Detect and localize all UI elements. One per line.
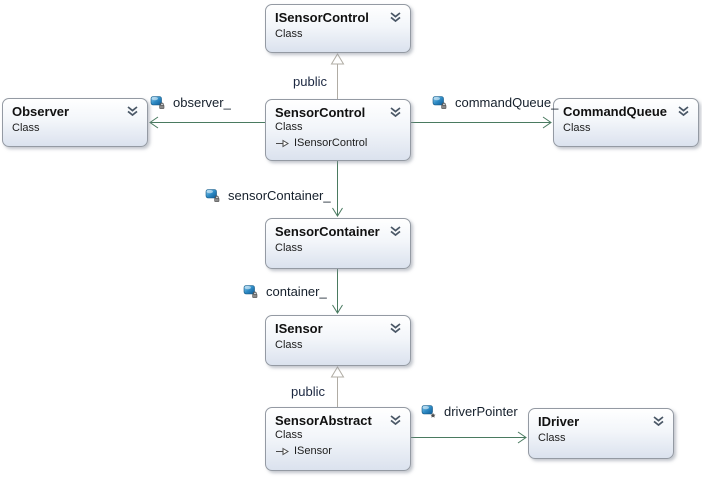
collapse-chevron-icon[interactable] — [652, 416, 665, 427]
class-kind: Class — [275, 28, 303, 40]
implements-arrow-icon — [275, 447, 290, 456]
field-private-icon — [432, 95, 448, 110]
implements-arrow-icon — [275, 139, 290, 148]
class-kind: Class — [275, 242, 303, 254]
implements-row: ISensorControl — [275, 137, 367, 149]
class-kind: Class — [275, 339, 303, 351]
class-kind: Class — [275, 121, 303, 133]
edge-assoc-observer[interactable] — [149, 116, 265, 129]
implements-name: ISensor — [294, 445, 332, 457]
collapse-chevron-icon[interactable] — [389, 415, 402, 426]
edge-label-commandqueue: commandQueue_ — [432, 95, 558, 110]
field-private-icon — [243, 284, 259, 299]
edge-assoc-sensorcontainer[interactable] — [332, 161, 343, 217]
class-node-isensor[interactable]: ISensor Class — [265, 315, 411, 366]
class-node-isensorcontrol[interactable]: ISensorControl Class — [265, 4, 411, 53]
class-node-sensorabstract[interactable]: SensorAbstract Class ISensor — [265, 407, 411, 471]
edge-label-text: container_ — [266, 284, 327, 299]
implements-row: ISensor — [275, 445, 332, 457]
class-title: CommandQueue — [563, 104, 668, 119]
class-title: SensorAbstract — [275, 413, 372, 428]
edge-label-text: commandQueue_ — [455, 95, 559, 110]
class-title: ISensorControl — [275, 10, 369, 25]
class-node-sensorcontainer[interactable]: SensorContainer Class — [265, 218, 411, 269]
collapse-chevron-icon[interactable] — [389, 12, 402, 23]
collapse-chevron-icon[interactable] — [389, 107, 402, 118]
edge-label-driverpointer: driverPointer — [421, 404, 518, 419]
class-node-sensorcontrol[interactable]: SensorControl Class ISensorControl — [265, 99, 411, 161]
edge-label-text: sensorContainer_ — [228, 188, 331, 203]
class-kind: Class — [563, 122, 591, 134]
collapse-chevron-icon[interactable] — [677, 106, 690, 117]
class-title: IDriver — [538, 414, 580, 429]
field-private-icon — [150, 95, 166, 110]
class-kind: Class — [538, 432, 566, 444]
edge-label-text: observer_ — [173, 95, 231, 110]
class-node-observer[interactable]: Observer Class — [2, 98, 148, 147]
field-private-icon — [205, 188, 221, 203]
class-title: Observer — [12, 104, 70, 119]
class-kind: Class — [275, 429, 303, 441]
edge-assoc-container[interactable] — [332, 269, 343, 314]
edge-label-sensorcontainer: sensorContainer_ — [205, 188, 331, 203]
edge-label-public-top: public — [293, 74, 327, 89]
edge-label-container: container_ — [243, 284, 327, 299]
class-title: ISensor — [275, 321, 323, 336]
edge-label-public-bottom: public — [291, 384, 325, 399]
class-kind: Class — [12, 122, 40, 134]
collapse-chevron-icon[interactable] — [389, 226, 402, 237]
class-title: SensorControl — [275, 105, 366, 120]
edge-label-observer: observer_ — [150, 95, 231, 110]
edge-label-text: driverPointer — [444, 404, 518, 419]
edge-inherit-sensorabstract-isensor[interactable] — [330, 366, 345, 407]
field-friend-icon — [421, 404, 437, 419]
edge-assoc-commandqueue[interactable] — [411, 116, 552, 129]
collapse-chevron-icon[interactable] — [126, 106, 139, 117]
edge-assoc-driverpointer[interactable] — [411, 431, 527, 444]
edge-inherit-sensorcontrol-isensorcontrol[interactable] — [330, 53, 345, 99]
collapse-chevron-icon[interactable] — [389, 323, 402, 334]
implements-name: ISensorControl — [294, 137, 368, 149]
class-title: SensorContainer — [275, 224, 380, 239]
class-node-idriver[interactable]: IDriver Class — [528, 408, 674, 459]
class-node-commandqueue[interactable]: CommandQueue Class — [553, 98, 699, 147]
